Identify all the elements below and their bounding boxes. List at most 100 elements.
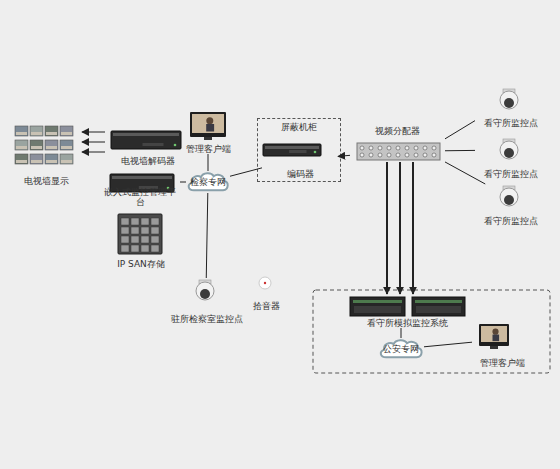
encoder-node: 编码器 — [262, 143, 338, 179]
encoder-device — [263, 144, 321, 156]
decoder-device — [111, 131, 181, 149]
tv-thumbnail-detail — [31, 132, 42, 135]
tv-thumbnail-detail — [16, 146, 27, 149]
camera-dome — [196, 282, 214, 300]
encoder-device-panel — [289, 150, 306, 153]
shield-cabinet: 屏蔽机柜编码器 — [257, 118, 341, 182]
tv-thumbnail-detail — [31, 146, 42, 149]
node-label: 拾音器 — [253, 301, 280, 311]
node-label: 公安专网 — [383, 344, 419, 354]
tv-thumbnail-detail — [46, 160, 57, 163]
distributor-port — [423, 146, 427, 150]
distributor-port — [423, 153, 427, 157]
node-label: 编码器 — [287, 169, 314, 179]
storage-bay — [121, 227, 129, 234]
monitor-illustration-figure — [493, 335, 500, 342]
network-cloud: 检察专网 — [186, 171, 230, 193]
camera-lens — [200, 289, 210, 299]
storage-bay — [141, 218, 149, 225]
distributor-port — [432, 146, 436, 150]
tv-thumbnail-detail — [61, 146, 72, 149]
camera-lens — [504, 98, 514, 108]
connector — [445, 162, 485, 184]
node-label: 视频分配器 — [375, 126, 420, 136]
tv-thumbnail-detail — [61, 160, 72, 163]
distributor-port — [414, 153, 418, 157]
storage-bay — [151, 227, 159, 234]
camera-dome — [500, 91, 518, 109]
microphone-dot — [264, 282, 266, 284]
analog-device-panel — [354, 306, 401, 313]
platform-node: 嵌入式监控管理平台 — [100, 171, 180, 207]
camera-dome — [500, 141, 518, 159]
camera-lens — [504, 148, 514, 158]
camera-lens — [504, 195, 514, 205]
connector — [208, 154, 209, 171]
tv-thumbnail — [60, 154, 73, 164]
tv-thumbnail — [15, 126, 28, 136]
distributor-port — [432, 153, 436, 157]
group-frame — [313, 290, 550, 373]
distributor-port — [414, 146, 418, 150]
distributor-port — [405, 146, 409, 150]
distributor-port — [387, 153, 391, 157]
storage-bay — [141, 236, 149, 243]
tv-thumbnail-detail — [16, 160, 27, 163]
analog-device — [350, 297, 405, 316]
storage-rack — [118, 214, 162, 254]
node-label: 屏蔽机柜 — [281, 122, 317, 132]
node-label: 看守所监控点 — [484, 216, 538, 226]
microphone-node: 拾音器 — [250, 275, 282, 311]
node-label: 电视墙解码器 — [121, 156, 175, 166]
client-node: 管理客户端 — [182, 110, 234, 154]
monitor-illustration — [479, 324, 509, 346]
connector — [82, 132, 105, 133]
node-label: 看守所监控点 — [484, 169, 538, 179]
analog-system-node: 看守所模拟监控系统 — [345, 294, 470, 328]
tv-wall: 电视墙显示 — [10, 122, 82, 186]
tv-thumbnail-detail — [46, 146, 57, 149]
cloud-shape — [381, 340, 422, 357]
node-label: 电视墙显示 — [24, 176, 69, 186]
camera-node: 看守所监控点 — [475, 86, 547, 128]
distributor-port — [360, 153, 364, 157]
monitor-illustration — [190, 112, 226, 137]
connector — [180, 182, 186, 183]
connector — [338, 155, 350, 156]
monitor-illustration-figure — [206, 117, 213, 124]
storage-bay — [141, 227, 149, 234]
distributor-device — [357, 143, 440, 160]
storage-bay — [151, 218, 159, 225]
camera-node: 看守所监控点 — [475, 137, 547, 179]
encoder-device-led — [314, 151, 317, 154]
distributor-port — [396, 153, 400, 157]
storage-bay — [151, 245, 159, 252]
storage-bay — [131, 236, 139, 243]
storage-bay — [131, 245, 139, 252]
monitor-illustration-stand — [490, 346, 498, 349]
tv-thumbnail-detail — [31, 160, 42, 163]
analog-device-panel — [416, 306, 461, 313]
node-label: 管理客户端 — [480, 358, 525, 368]
camera-dome — [500, 188, 518, 206]
monitor-illustration-screen — [481, 326, 507, 342]
tv-thumbnail — [15, 140, 28, 150]
storage-bay — [121, 218, 129, 225]
connector — [82, 152, 105, 153]
platform-device-strip — [112, 176, 172, 179]
distributor-port — [369, 146, 373, 150]
cloud-shape — [189, 173, 228, 190]
decoder-device-led — [174, 144, 177, 147]
decoder-device-panel — [143, 143, 164, 146]
node-label: IP SAN存储 — [117, 259, 165, 269]
tv-thumbnail — [45, 140, 58, 150]
tv-thumbnail-detail — [16, 132, 27, 135]
tv-thumbnail — [30, 154, 43, 164]
connector — [424, 342, 472, 347]
storage-bay — [121, 236, 129, 243]
monitor-illustration-figure — [206, 124, 214, 132]
node-label: 管理客户端 — [186, 144, 231, 154]
distributor-port — [369, 153, 373, 157]
